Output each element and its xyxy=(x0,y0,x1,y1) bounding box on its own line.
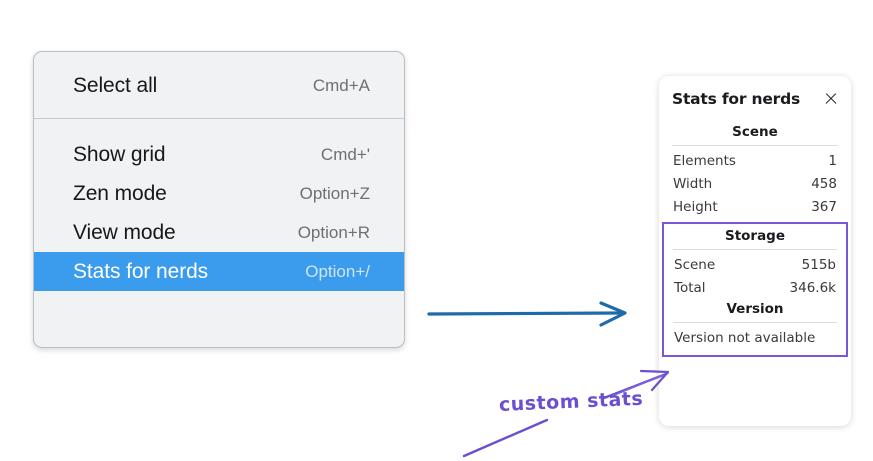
section-rule xyxy=(673,322,837,323)
stats-for-nerds-panel[interactable]: Stats for nerds Scene Elements 1 Width 4… xyxy=(659,76,851,426)
section-heading-storage: Storage xyxy=(724,228,786,244)
section-rule xyxy=(673,249,837,250)
menu-item-shortcut: Option+R xyxy=(297,222,370,242)
section-rule xyxy=(672,145,838,146)
stat-key: Height xyxy=(673,198,718,215)
menu-item-show-grid[interactable]: Show grid Cmd+' xyxy=(34,135,404,174)
menu-item-label: View mode xyxy=(73,220,176,244)
menu-item-label: Show grid xyxy=(73,142,166,166)
stat-key: Elements xyxy=(673,152,736,169)
stat-key: Width xyxy=(673,175,713,192)
section-heading-scene: Scene xyxy=(732,124,778,140)
stat-row-storage-total: Total 346.6k xyxy=(670,276,840,299)
stat-value: 346.6k xyxy=(789,279,836,296)
stat-value: 458 xyxy=(811,175,837,192)
menu-item-shortcut: Option+/ xyxy=(305,261,370,281)
section-heading-version: Version xyxy=(726,301,784,317)
menu-item-stats-for-nerds[interactable]: Stats for nerds Option+/ xyxy=(34,252,404,291)
stat-value: 515b xyxy=(801,256,836,273)
handwritten-note: custom stats xyxy=(498,387,644,416)
stat-key: Total xyxy=(674,279,706,296)
menu-divider xyxy=(34,118,404,119)
context-menu[interactable]: Select all Cmd+A Show grid Cmd+' Zen mod… xyxy=(33,51,405,348)
menu-item-label: Zen mode xyxy=(73,181,167,205)
panel-header: Stats for nerds xyxy=(669,90,841,108)
close-icon[interactable] xyxy=(823,91,839,107)
version-text: Version not available xyxy=(674,330,816,346)
menu-section-1: Select all Cmd+A xyxy=(34,52,404,118)
stat-value: 367 xyxy=(811,198,837,215)
menu-section-2: Show grid Cmd+' Zen mode Option+Z View m… xyxy=(34,119,404,305)
menu-item-zen-mode[interactable]: Zen mode Option+Z xyxy=(34,174,404,213)
menu-item-label: Select all xyxy=(73,73,158,97)
stat-row-storage-scene: Scene 515b xyxy=(670,253,840,276)
panel-title: Stats for nerds xyxy=(672,90,801,108)
stat-key: Scene xyxy=(674,256,716,273)
stat-row-width: Width 458 xyxy=(669,172,841,195)
stat-value: 1 xyxy=(828,152,837,169)
stat-row-height: Height 367 xyxy=(669,195,841,218)
purple-underline-stroke xyxy=(462,418,549,458)
menu-item-view-mode[interactable]: View mode Option+R xyxy=(34,213,404,252)
menu-item-select-all[interactable]: Select all Cmd+A xyxy=(34,66,404,105)
stat-row-elements: Elements 1 xyxy=(669,149,841,172)
blue-arrow-icon xyxy=(427,301,627,327)
menu-item-shortcut: Cmd+A xyxy=(312,75,370,95)
menu-item-shortcut: Option+Z xyxy=(299,183,370,203)
custom-stats-highlight-box: Storage Scene 515b Total 346.6k Version … xyxy=(662,222,848,357)
menu-item-label: Stats for nerds xyxy=(73,259,209,283)
menu-item-shortcut: Cmd+' xyxy=(320,144,370,164)
